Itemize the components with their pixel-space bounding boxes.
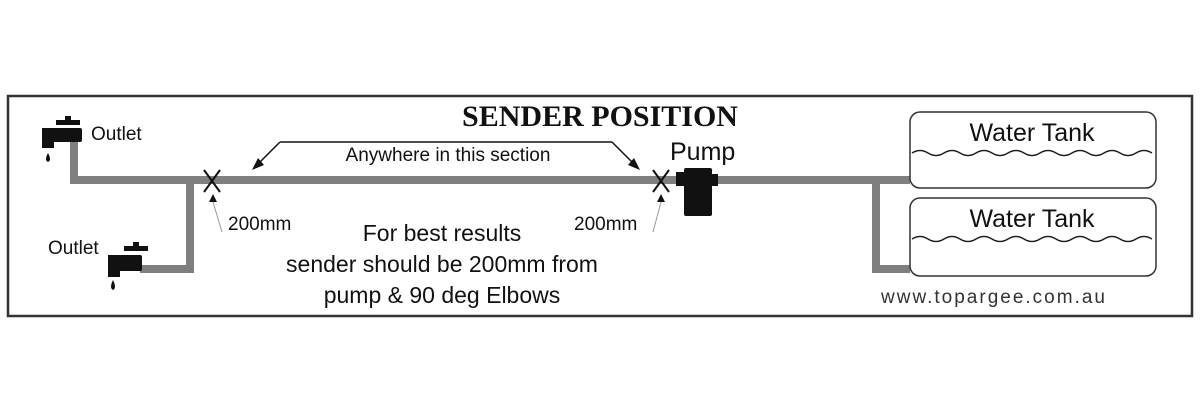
pipe-top-outlet-vertical [70, 142, 78, 184]
pipe-bottom-outlet-horizontal [140, 265, 194, 273]
pipe-network [70, 142, 910, 273]
top-outlet-label: Outlet [91, 124, 142, 145]
website-url: www.topargee.com.au [880, 287, 1107, 308]
water-tank-top [909, 111, 1157, 189]
pump-icon [676, 168, 718, 216]
note-line-2: sender should be 200mm from [286, 251, 598, 277]
water-tank-bottom [909, 197, 1157, 277]
bottom-outlet-tap-icon [108, 242, 148, 290]
right-distance-label: 200mm [574, 214, 637, 235]
left-distance-line [212, 201, 223, 233]
diagram-title: SENDER POSITION [462, 100, 738, 133]
section-arrowhead-right [628, 158, 640, 170]
section-arrowhead-left [252, 158, 264, 170]
left-distance-arrow [209, 194, 217, 202]
pipe-tank-bottom-horizontal [872, 265, 910, 273]
tank-bottom-water-line [911, 235, 1153, 243]
top-outlet-tap-icon [42, 116, 82, 162]
pipe-bottom-outlet-vertical [186, 176, 194, 273]
pipe-main-horizontal [70, 176, 910, 184]
left-sender-x-mark [203, 169, 221, 193]
tank-bottom-label: Water Tank [969, 205, 1095, 233]
tank-top-water-line [911, 149, 1153, 157]
right-sender-x-mark [652, 169, 670, 193]
right-distance-line [652, 201, 662, 233]
bottom-outlet-label: Outlet [48, 238, 99, 259]
pipe-tank-vertical [872, 176, 880, 273]
note-line-3: pump & 90 deg Elbows [324, 282, 561, 308]
tank-top-label: Water Tank [969, 119, 1095, 147]
left-distance-label: 200mm [228, 214, 291, 235]
pump-label: Pump [670, 138, 735, 166]
section-label: Anywhere in this section [346, 145, 551, 166]
right-distance-arrow [657, 194, 665, 202]
section-bracket-arrow [257, 141, 635, 165]
note-line-1: For best results [363, 220, 522, 246]
